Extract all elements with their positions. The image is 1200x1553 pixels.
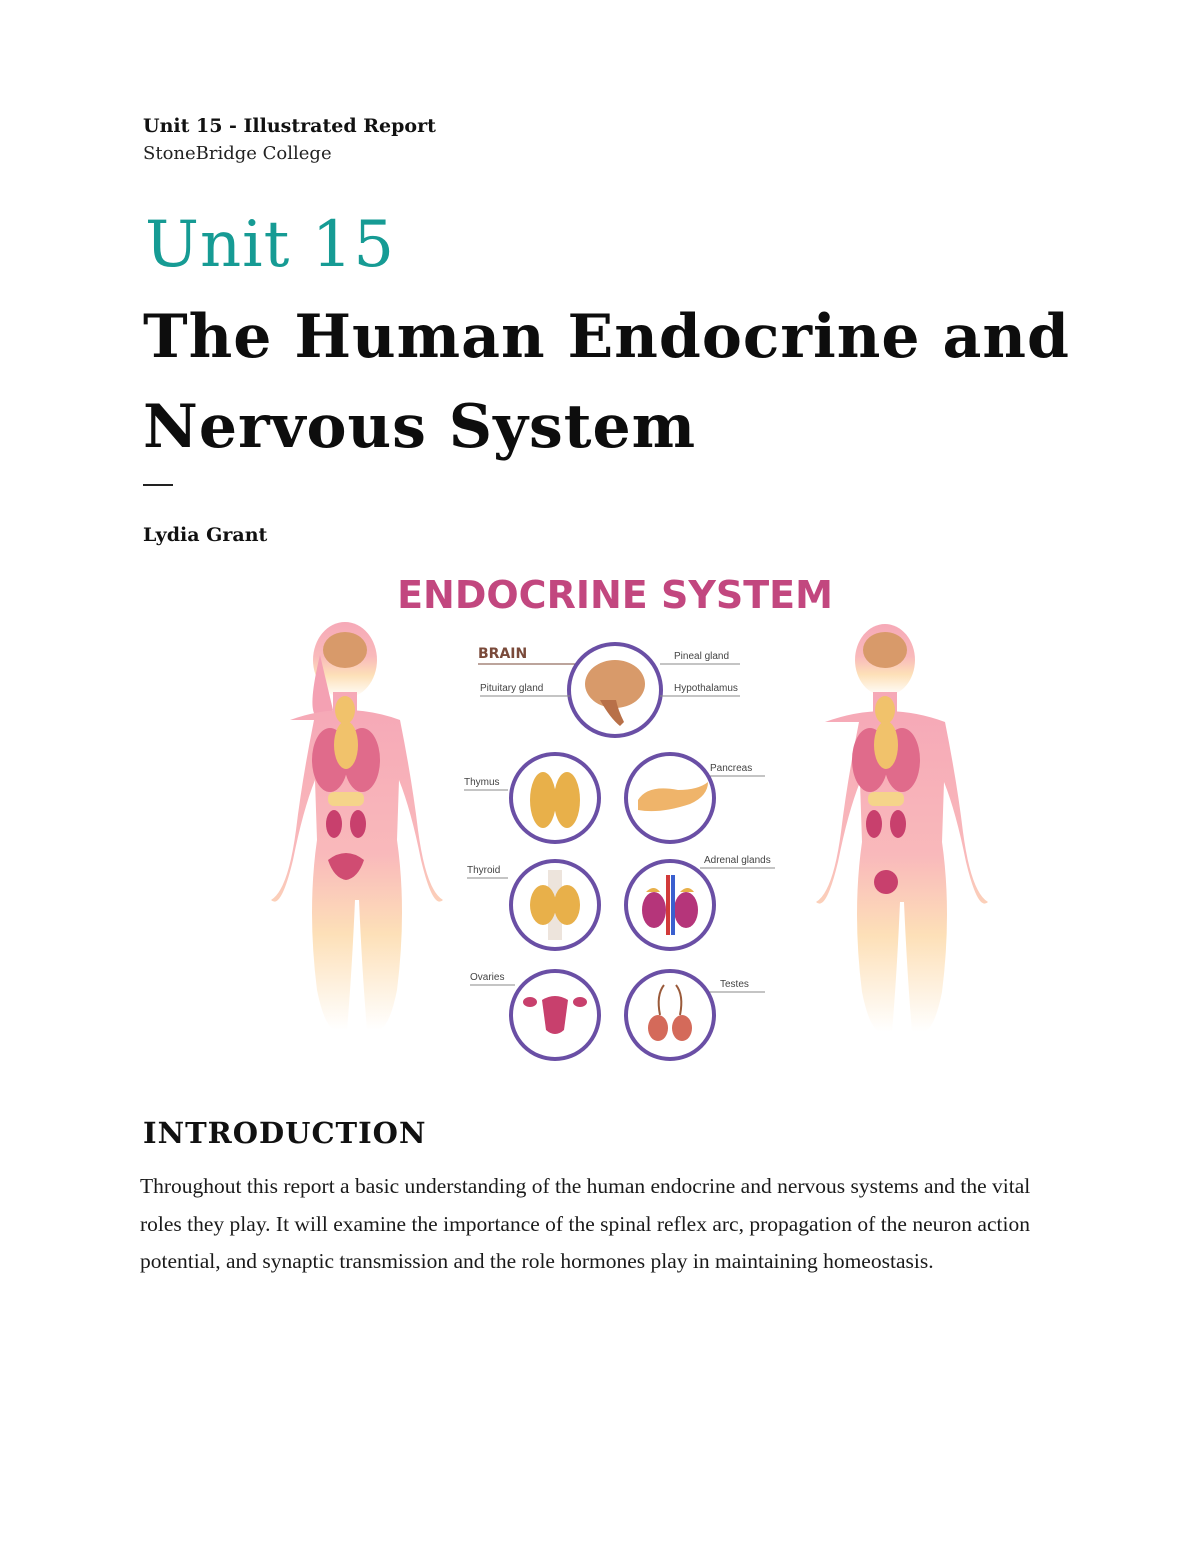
ovaries-organ <box>509 969 601 1061</box>
title-divider <box>143 484 173 486</box>
testes-organ <box>624 969 716 1061</box>
adrenal-organ <box>624 859 716 951</box>
thyroid-label: Thyroid <box>467 865 500 876</box>
left-body-figure <box>271 622 443 1030</box>
unit-label: Unit 15 <box>145 208 396 282</box>
endocrine-system-illustration: ENDOCRINE SYSTEM <box>230 560 990 1080</box>
pituitary-label: Pituitary gland <box>480 683 543 694</box>
report-header: Unit 15 - Illustrated Report StoneBridge… <box>143 112 436 168</box>
report-header-college: StoneBridge College <box>143 143 332 164</box>
introduction-paragraph: Throughout this report a basic understan… <box>140 1174 1031 1273</box>
pancreas-label: Pancreas <box>710 763 752 774</box>
author-name: Lydia Grant <box>143 524 268 546</box>
right-body-figure <box>816 624 988 1032</box>
report-header-title: Unit 15 - Illustrated Report <box>143 115 436 137</box>
pineal-label: Pineal gland <box>674 651 729 662</box>
introduction-heading: INTRODUCTION <box>143 1116 427 1150</box>
thymus-label: Thymus <box>464 777 500 788</box>
pancreas-organ <box>624 752 716 844</box>
ovaries-label: Ovaries <box>470 972 504 983</box>
adrenal-label: Adrenal glands <box>704 855 771 866</box>
hypothalamus-label: Hypothalamus <box>674 683 738 694</box>
brain-heading: BRAIN <box>478 646 527 662</box>
brain-organ <box>567 642 663 738</box>
thyroid-organ <box>509 859 601 951</box>
figure-title: ENDOCRINE SYSTEM <box>397 573 833 617</box>
document-title: The Human Endocrine and Nervous System <box>143 302 1070 462</box>
thymus-organ <box>509 752 601 844</box>
testes-label: Testes <box>720 979 749 990</box>
